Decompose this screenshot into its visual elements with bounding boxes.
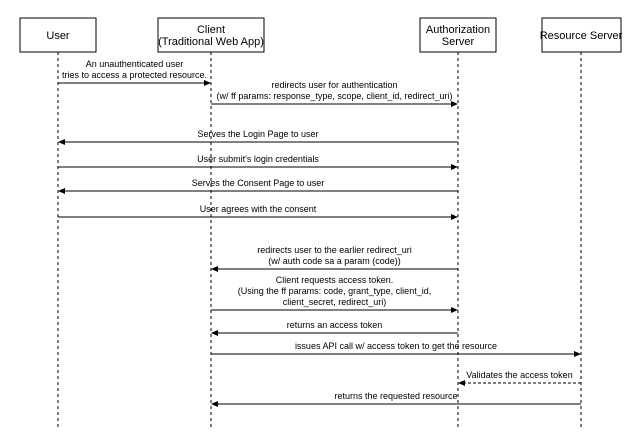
message-label: Serves the Consent Page to user	[192, 178, 325, 188]
message-arrow: Serves the Consent Page to user	[58, 178, 458, 194]
message-label: client_secret, redirect_uri)	[283, 297, 387, 307]
participant-label: Client	[197, 24, 225, 36]
message-arrow: User agrees with the consent	[58, 204, 458, 220]
arrow-head-icon	[451, 101, 458, 107]
arrow-head-icon	[211, 401, 218, 407]
arrow-head-icon	[458, 380, 465, 386]
message-label: Client requests access token.	[276, 275, 394, 285]
message-label: (w/ auth code sa a param (code))	[268, 256, 401, 266]
message-label: redirects user for authentication	[271, 80, 397, 90]
message-label: returns the requested resource	[334, 391, 457, 401]
message-label: tries to access a protected resource.	[62, 70, 207, 80]
arrow-head-icon	[58, 139, 65, 145]
arrow-head-icon	[58, 188, 65, 194]
participant-user: User	[19, 17, 97, 53]
arrow-head-icon	[451, 214, 458, 220]
message-label: returns an access token	[287, 320, 383, 330]
arrow-head-icon	[574, 351, 581, 357]
participant-label: (Traditional Web App)	[158, 36, 264, 48]
participant-resource: Resource Server	[540, 17, 623, 53]
arrow-head-icon	[451, 164, 458, 170]
participant-label: Authorization	[426, 24, 490, 36]
message-arrow: redirects user for authentication(w/ ff …	[211, 80, 458, 107]
message-label: (w/ ff params: response_type, scope, cli…	[217, 91, 453, 101]
message-label: redirects user to the earlier redirect_u…	[257, 245, 412, 255]
participant-box	[19, 17, 97, 53]
message-arrow: User submit's login credentials	[58, 154, 458, 170]
arrow-head-icon	[211, 266, 218, 272]
participant-box	[157, 17, 265, 53]
message-arrow: Validates the access token	[458, 370, 581, 386]
participant-box	[419, 17, 497, 53]
message-arrow: Serves the Login Page to user	[58, 129, 458, 145]
arrow-head-icon	[204, 80, 211, 86]
participant-label: Resource Server	[540, 30, 623, 42]
message-arrow: returns the requested resource	[211, 391, 581, 407]
message-label: (Using the ff params: code, grant_type, …	[238, 286, 431, 296]
participant-label: User	[46, 30, 70, 42]
message-label: An unauthenticated user	[86, 59, 184, 69]
participant-label: Server	[442, 36, 475, 48]
message-label: issues API call w/ access token to get t…	[295, 341, 497, 351]
message-label: Serves the Login Page to user	[197, 129, 318, 139]
message-arrow: redirects user to the earlier redirect_u…	[211, 245, 458, 272]
message-label: User submit's login credentials	[197, 154, 319, 164]
message-arrow: returns an access token	[211, 320, 458, 336]
arrow-head-icon	[211, 330, 218, 336]
message-label: User agrees with the consent	[200, 204, 317, 214]
arrow-head-icon	[451, 307, 458, 313]
message-arrow: Client requests access token.(Using the …	[211, 275, 458, 313]
message-label: Validates the access token	[466, 370, 572, 380]
message-arrow: issues API call w/ access token to get t…	[211, 341, 581, 357]
participant-client: Client(Traditional Web App)	[157, 17, 265, 53]
